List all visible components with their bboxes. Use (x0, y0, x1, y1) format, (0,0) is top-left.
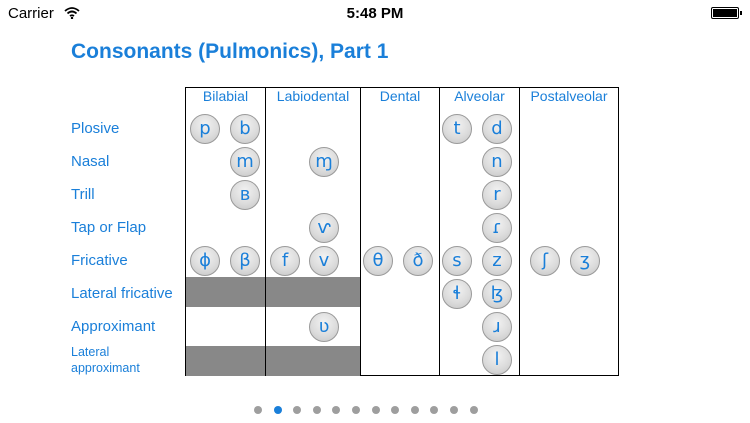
wifi-icon (64, 6, 80, 24)
symbol-button[interactable]: ʋ (309, 312, 339, 342)
consonant-chart (185, 87, 619, 376)
symbol-button[interactable]: ð (403, 246, 433, 276)
impossible-cell (266, 346, 360, 376)
column-header-postalveolar: Postalveolar (530, 88, 608, 104)
column-header-bilabial: Bilabial (202, 88, 249, 104)
impossible-cell (186, 346, 265, 376)
symbol-button[interactable]: t (442, 114, 472, 144)
symbol-button[interactable]: ʙ (230, 180, 260, 210)
row-label-approximant: Approximant (71, 318, 156, 335)
symbol-button[interactable]: ɮ (482, 279, 512, 309)
column-divider (439, 87, 440, 376)
status-bar: Carrier 5:48 PM (0, 0, 750, 28)
symbol-button[interactable]: ɹ (482, 312, 512, 342)
symbol-button[interactable]: s (442, 246, 472, 276)
row-label-trill: Trill (71, 186, 95, 203)
status-time: 5:48 PM (346, 5, 404, 22)
symbol-button[interactable]: d (482, 114, 512, 144)
symbol-button[interactable]: v (309, 246, 339, 276)
page-dot[interactable] (352, 406, 360, 414)
symbol-button[interactable]: m (230, 147, 260, 177)
symbol-button[interactable]: θ (363, 246, 393, 276)
symbol-button[interactable]: f (270, 246, 300, 276)
page-dot[interactable] (372, 406, 380, 414)
page-dot[interactable] (254, 406, 262, 414)
symbol-button[interactable]: ʃ (530, 246, 560, 276)
page-dot[interactable] (391, 406, 399, 414)
symbol-button[interactable]: ɱ (309, 147, 339, 177)
symbol-button[interactable]: ⱱ (309, 213, 339, 243)
symbol-button[interactable]: l (482, 345, 512, 375)
row-label-lateral-fricative: Lateral fricative (71, 285, 173, 302)
row-label-tap-or-flap: Tap or Flap (71, 219, 147, 236)
row-label-plosive: Plosive (71, 120, 120, 137)
symbol-button[interactable]: ɾ (482, 213, 512, 243)
symbol-button[interactable]: ɬ (442, 279, 472, 309)
page-dot[interactable] (293, 406, 301, 414)
column-header-alveolar: Alveolar (454, 88, 505, 104)
symbol-button[interactable]: n (482, 147, 512, 177)
symbol-button[interactable]: b (230, 114, 260, 144)
column-header-labiodental: Labiodental (276, 88, 350, 104)
carrier-label: Carrier (8, 5, 54, 22)
battery-icon (711, 7, 742, 19)
page-dot[interactable] (470, 406, 478, 414)
column-divider (265, 87, 266, 376)
page-dot[interactable] (430, 406, 438, 414)
impossible-cell (266, 277, 360, 307)
row-label-nasal: Nasal (71, 153, 110, 170)
page-dot[interactable] (313, 406, 321, 414)
page-title: Consonants (Pulmonics), Part 1 (71, 40, 389, 63)
column-divider (360, 87, 361, 376)
impossible-cell (186, 277, 265, 307)
page-dot[interactable] (411, 406, 419, 414)
page-dot[interactable] (274, 406, 282, 414)
column-header-dental: Dental (379, 88, 421, 104)
column-divider (519, 87, 520, 376)
symbol-button[interactable]: ʒ (570, 246, 600, 276)
symbol-button[interactable]: p (190, 114, 220, 144)
symbol-button[interactable]: β (230, 246, 260, 276)
symbol-button[interactable]: z (482, 246, 512, 276)
page-dot[interactable] (450, 406, 458, 414)
page-dot[interactable] (332, 406, 340, 414)
row-label-fricative: Fricative (71, 252, 128, 269)
row-label-lateral-approximant: Lateral approximant (71, 345, 140, 375)
symbol-button[interactable]: r (482, 180, 512, 210)
symbol-button[interactable]: ɸ (190, 246, 220, 276)
